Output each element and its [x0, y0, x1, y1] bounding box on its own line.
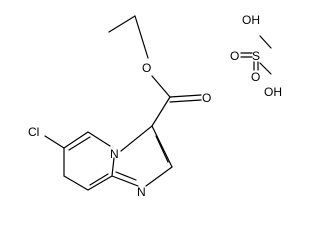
- bond-n1-c8a: [111, 175, 139, 187]
- atom-ester-oxygen: O: [142, 61, 151, 75]
- bond-c3-c2: [151, 125, 173, 168]
- atom-imidazole-nitrogen: N: [137, 185, 146, 199]
- bond-s-oh-top: [259, 35, 272, 49]
- atom-carbonyl-oxygen: O: [202, 91, 211, 105]
- bond-c5-c4: [63, 175, 89, 191]
- bond-c2-n1: [145, 166, 173, 187]
- imidazole-ring: N: [111, 125, 173, 199]
- bond-carbonyl-ring: [151, 96, 171, 127]
- bond-ch3-ch2: [108, 15, 136, 33]
- bond-ch2-o: [134, 15, 149, 59]
- bond-carbonyl-double-a: [169, 94, 202, 98]
- bond-c8a-n: [111, 157, 115, 177]
- pyridine-ring: Cl N: [28, 125, 119, 191]
- ethyl-ester-group: O O: [108, 15, 211, 127]
- bond-o-carbonyl-c: [151, 75, 171, 98]
- atom-chlorine: Cl: [28, 125, 39, 139]
- sulfuric-acid: OH S O O OH: [230, 13, 282, 99]
- atom-sulfate-o-bottom: O: [251, 70, 260, 84]
- bond-c6-c7: [63, 131, 89, 149]
- bond-c3-c2-inner: [155, 135, 169, 163]
- bond-c6-cl: [44, 135, 65, 149]
- bond-n1-c8a-inner: [115, 171, 137, 181]
- atom-sulfate-oh-top: OH: [242, 13, 260, 27]
- bond-c4-c8a: [87, 175, 113, 191]
- atom-sulfur: S: [252, 49, 260, 63]
- bond-s-oh-bottom: [259, 62, 272, 75]
- bond-n-c3: [120, 125, 153, 152]
- bond-carbonyl-double-b: [169, 99, 202, 103]
- bond-c4-c8a-inner: [89, 173, 109, 186]
- atom-sulfate-oh-bottom: OH: [264, 85, 282, 99]
- bond-c6-c7-inner: [68, 136, 91, 151]
- bond-c7-n: [87, 131, 111, 147]
- atom-bridge-nitrogen: N: [110, 147, 119, 161]
- atom-sulfate-o-left: O: [230, 49, 239, 63]
- chemical-structure-diagram: O O Cl N N OH S O O OH: [28, 13, 282, 199]
